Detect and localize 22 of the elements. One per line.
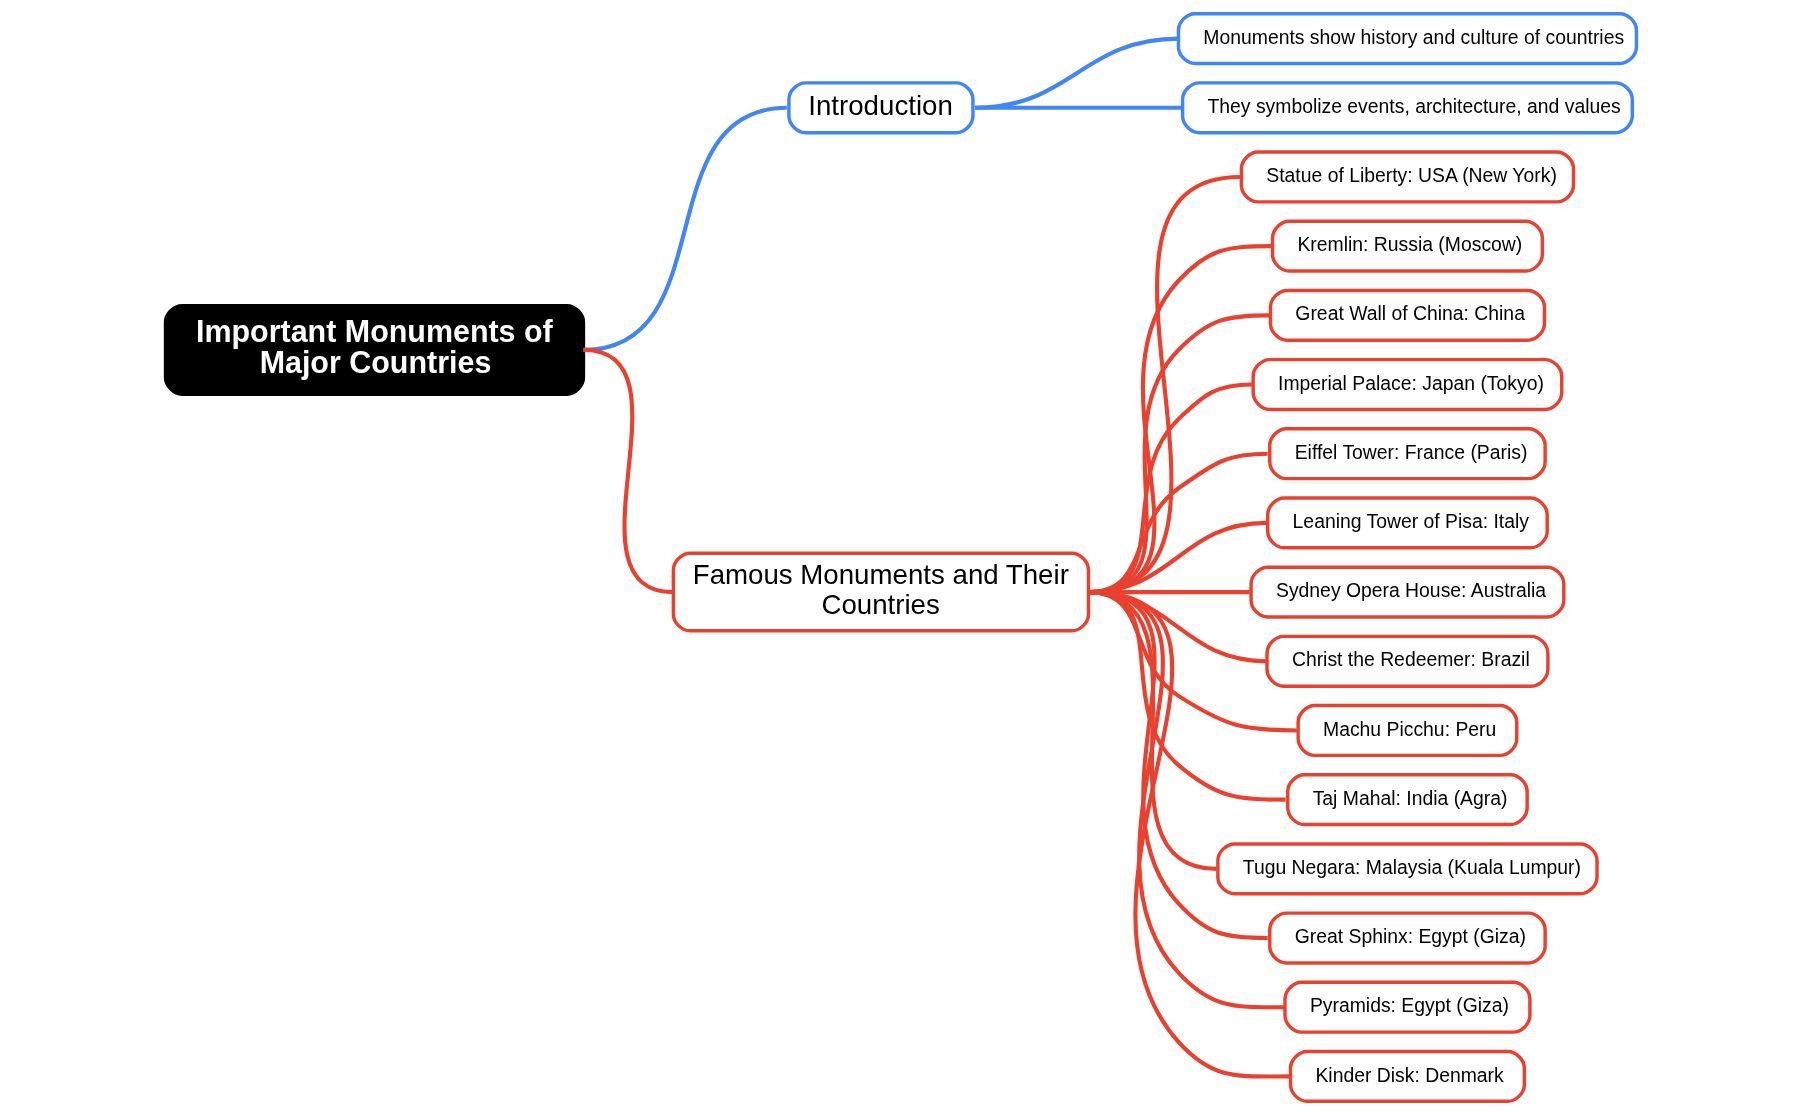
node-box: Great Sphinx: Egypt (Giza): [1267, 911, 1547, 965]
node-box: Monuments show history and culture of countries: [1176, 11, 1638, 66]
node-box: Machu Picchu: Peru: [1295, 703, 1518, 758]
node-box: Taj Mahal: India (Agra): [1285, 773, 1529, 827]
node-box: Kremlin: Russia (Moscow): [1270, 219, 1544, 273]
node-box: Introduction: [786, 81, 975, 135]
node-box: Kinder Disk: Denmark: [1288, 1049, 1526, 1104]
node-box: Leaning Tower of Pisa: Italy: [1265, 496, 1549, 550]
node-box: Imperial Palace: Japan (Tokyo): [1250, 357, 1563, 412]
connector: [582, 347, 674, 595]
node-box: Great Wall of China: China: [1268, 288, 1546, 342]
connector: [974, 105, 1182, 110]
node-box: Sydney Opera House: Australia: [1248, 565, 1566, 619]
connector: [1087, 590, 1290, 1079]
node-box: Tugu Negara: Malaysia (Kuala Lumpur): [1215, 842, 1599, 896]
node-box: Famous Monuments and Their Countries: [671, 551, 1090, 633]
node-box: Important Monuments of Major Countries: [163, 303, 585, 396]
node-box: Christ the Redeemer: Brazil: [1264, 634, 1550, 688]
node-box: Pyramids: Egypt (Giza): [1282, 980, 1532, 1034]
node-box: Statue of Liberty: USA (New York): [1239, 150, 1575, 204]
node-box: Eiffel Tower: France (Paris): [1267, 427, 1547, 481]
node-box: They symbolize events, architecture, and values: [1180, 81, 1634, 135]
